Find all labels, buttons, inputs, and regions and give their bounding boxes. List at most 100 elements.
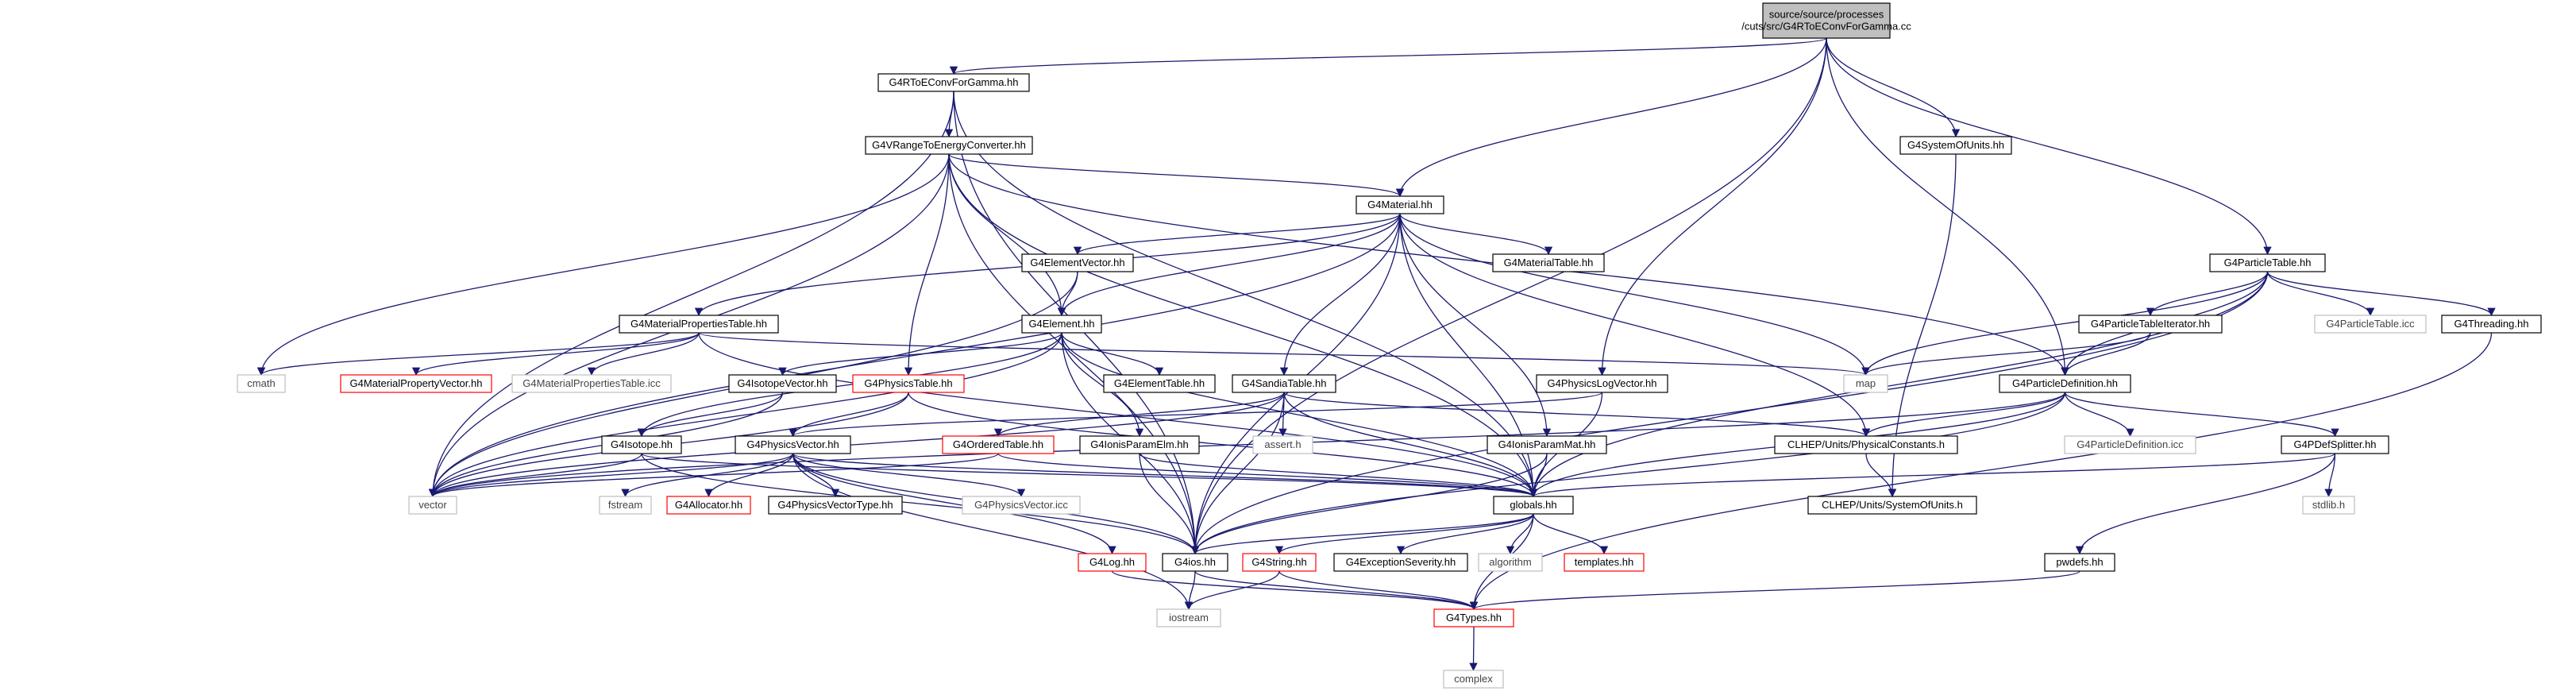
node-g4-allocator-hh[interactable]: G4Allocator.hh (666, 496, 751, 515)
edge-g4-physics-vector-hh-to-g4-log-hh (792, 453, 1116, 555)
node-box (1443, 670, 1504, 689)
node-g4ios-hh[interactable]: G4ios.hh (1162, 553, 1228, 572)
node-g4-rto-econv-for-gamma-hh[interactable]: G4RToEConvForGamma.hh (877, 73, 1030, 92)
node-box (1807, 496, 1977, 515)
node-clhep-physical-constants-h[interactable]: CLHEP/Units/PhysicalConstants.h (1774, 435, 1958, 454)
node-g4-particle-definition-hh[interactable]: G4ParticleDefinition.hh (1999, 374, 2131, 393)
node-g4-ionis-param-elm-hh[interactable]: G4IonisParamElm.hh (1079, 435, 1200, 454)
node-globals-hh[interactable]: globals.hh (1493, 496, 1574, 515)
node-g4-log-hh[interactable]: G4Log.hh (1078, 553, 1147, 572)
node-g4-vrange-to-energy-converter-hh[interactable]: G4VRangeToEnergyConverter.hh (865, 136, 1033, 155)
node-cmath: cmath (237, 374, 286, 393)
node-label: G4MaterialTable.hh (1504, 257, 1594, 268)
nodes-layer: source/source/processes/cuts/src/G4RToEC… (237, 2, 2542, 689)
edge-g4-material-hh-to-map (1399, 213, 1870, 376)
edge-g4-types-hh-to-complex (1469, 626, 1478, 672)
edge-g4ios-hh-to-g4-types-hh (1194, 570, 1479, 611)
node-clhep-system-of-units-h[interactable]: CLHEP/Units/SystemOfUnits.h (1807, 496, 1977, 515)
node-label: G4ParticleDefinition.icc (2077, 438, 2184, 450)
edge-g4-physics-vector-hh-to-vector (428, 453, 794, 498)
edge-globals-hh-to-g4-exception-severity-hh (1396, 513, 1534, 555)
node-g4-particle-table-iterator-hh[interactable]: G4ParticleTableIterator.hh (2078, 315, 2223, 334)
node-pwdefs-hh[interactable]: pwdefs.hh (2044, 553, 2115, 572)
edge-g4-sandia-table-hh-to-globals-hh (1283, 392, 1538, 498)
node-box (1774, 435, 1958, 454)
node-box (1232, 374, 1336, 393)
node-label: G4Element.hh (1028, 318, 1094, 330)
edge-g4-particle-definition-hh-to-g4-particle-definition-icc (2064, 392, 2134, 438)
edge-g4-isotope-hh-to-globals-hh (641, 453, 1537, 498)
edge-g4-element-hh-to-g4-isotope-hh (637, 332, 1062, 438)
node-g4-ionis-param-mat-hh[interactable]: G4IonisParamMat.hh (1487, 435, 1607, 454)
node-complex: complex (1443, 670, 1504, 689)
node-box (1242, 553, 1317, 572)
node-root: source/source/processes/cuts/src/G4RToEC… (1741, 2, 1911, 39)
node-box (2302, 496, 2355, 515)
edge-g4-material-hh-to-vector (428, 213, 1401, 498)
node-g4-element-hh[interactable]: G4Element.hh (1021, 315, 1102, 334)
node-assert-h: assert.h (1252, 435, 1313, 454)
node-g4-exception-severity-hh[interactable]: G4ExceptionSeverity.hh (1333, 553, 1468, 572)
node-g4-material-table-hh[interactable]: G4MaterialTable.hh (1492, 253, 1605, 272)
node-g4-particle-table-hh[interactable]: G4ParticleTable.hh (2209, 253, 2326, 272)
node-g4-types-hh[interactable]: G4Types.hh (1433, 608, 1514, 627)
node-g4-ordered-table-hh[interactable]: G4OrderedTable.hh (942, 435, 1055, 454)
node-g4-physics-table-hh[interactable]: G4PhysicsTable.hh (852, 374, 965, 393)
node-g4-physics-log-vector-hh[interactable]: G4PhysicsLogVector.hh (1536, 374, 1668, 393)
edge-g4-particle-table-hh-to-g4-particle-table-iterator-hh (2146, 271, 2269, 317)
node-label: templates.hh (1575, 556, 1633, 568)
node-stdlib-h: stdlib.h (2302, 496, 2355, 515)
node-label: G4SystemOfUnits.hh (1907, 139, 2004, 151)
node-g4-material-property-vector-hh[interactable]: G4MaterialPropertyVector.hh (340, 374, 492, 393)
node-g4-pdef-splitter-hh[interactable]: G4PDefSplitter.hh (2281, 435, 2389, 454)
node-box (877, 73, 1030, 92)
node-label: G4OrderedTable.hh (953, 438, 1043, 450)
node-g4-material-properties-table-hh[interactable]: G4MaterialPropertiesTable.hh (619, 315, 779, 334)
edge-g4-sandia-table-hh-to-clhep-physical-constants-h (1283, 392, 1870, 438)
node-box (1156, 608, 1221, 627)
node-box (2314, 315, 2427, 334)
edge-g4-physics-vector-hh-to-g4-physics-vector-icc (792, 453, 1026, 498)
edge-root-to-g4-particle-table-hh (1826, 37, 2272, 256)
node-label: G4IsotopeVector.hh (737, 377, 827, 389)
edge-g4-element-hh-to-g4-element-table-hh (1061, 332, 1164, 376)
node-vector: vector (408, 496, 457, 515)
node-g4-system-of-units-hh[interactable]: G4SystemOfUnits.hh (1899, 136, 2012, 155)
edge-g4-material-hh-to-g4-ionis-param-mat-hh (1399, 213, 1552, 438)
edge-pwdefs-hh-to-g4-types-hh (1470, 570, 2080, 611)
edge-globals-hh-to-g4-string-hh (1275, 513, 1534, 555)
edge-g4-rto-econv-for-gamma-hh-to-vector (428, 91, 954, 498)
node-box (1021, 253, 1134, 272)
node-label: fstream (608, 499, 642, 511)
node-g4-sandia-table-hh[interactable]: G4SandiaTable.hh (1232, 374, 1336, 393)
node-g4-element-table-hh[interactable]: G4ElementTable.hh (1103, 374, 1216, 393)
edge-g4-ordered-table-hh-to-globals-hh (997, 453, 1537, 498)
node-label: G4PDefSplitter.hh (2293, 438, 2376, 450)
edge-g4-string-hh-to-iostream (1184, 570, 1280, 611)
node-g4-string-hh[interactable]: G4String.hh (1242, 553, 1317, 572)
node-g4-physics-vector-type-hh[interactable]: G4PhysicsVectorType.hh (768, 496, 903, 515)
node-label: G4Material.hh (1367, 199, 1433, 210)
node-g4-material-hh[interactable]: G4Material.hh (1355, 195, 1444, 214)
edge-g4-particle-table-hh-to-g4-particle-table-icc (2266, 271, 2375, 317)
node-fstream: fstream (599, 496, 652, 515)
node-g4-physics-vector-hh[interactable]: G4PhysicsVector.hh (735, 435, 851, 454)
edge-globals-hh-to-g4ios-hh (1190, 513, 1534, 555)
node-templates-hh[interactable]: templates.hh (1564, 553, 1645, 572)
edge-g4-string-hh-to-g4-types-hh (1278, 570, 1479, 611)
edge-g4-particle-definition-hh-to-clhep-physical-constants-h (1861, 392, 2066, 438)
edge-root-to-g4-particle-definition-hh (1826, 37, 2069, 376)
node-box (1492, 253, 1605, 272)
node-box (865, 136, 1033, 155)
node-g4-threading-hh[interactable]: G4Threading.hh (2441, 315, 2542, 334)
node-g4-element-vector-hh[interactable]: G4ElementVector.hh (1021, 253, 1134, 272)
node-label: source/source/processes (1769, 9, 1884, 21)
edge-g4-ionis-param-mat-hh-to-g4ios-hh (1190, 453, 1548, 555)
node-label: G4RToEConvForGamma.hh (889, 76, 1018, 88)
node-g4-isotope-hh[interactable]: G4Isotope.hh (601, 435, 682, 454)
node-label: G4ParticleTableIterator.hh (2091, 318, 2210, 330)
node-label: G4MaterialPropertiesTable.icc (523, 377, 661, 389)
node-label: vector (418, 499, 447, 511)
node-g4-isotope-vector-hh[interactable]: G4IsotopeVector.hh (728, 374, 837, 393)
node-label: stdlib.h (2312, 499, 2345, 511)
